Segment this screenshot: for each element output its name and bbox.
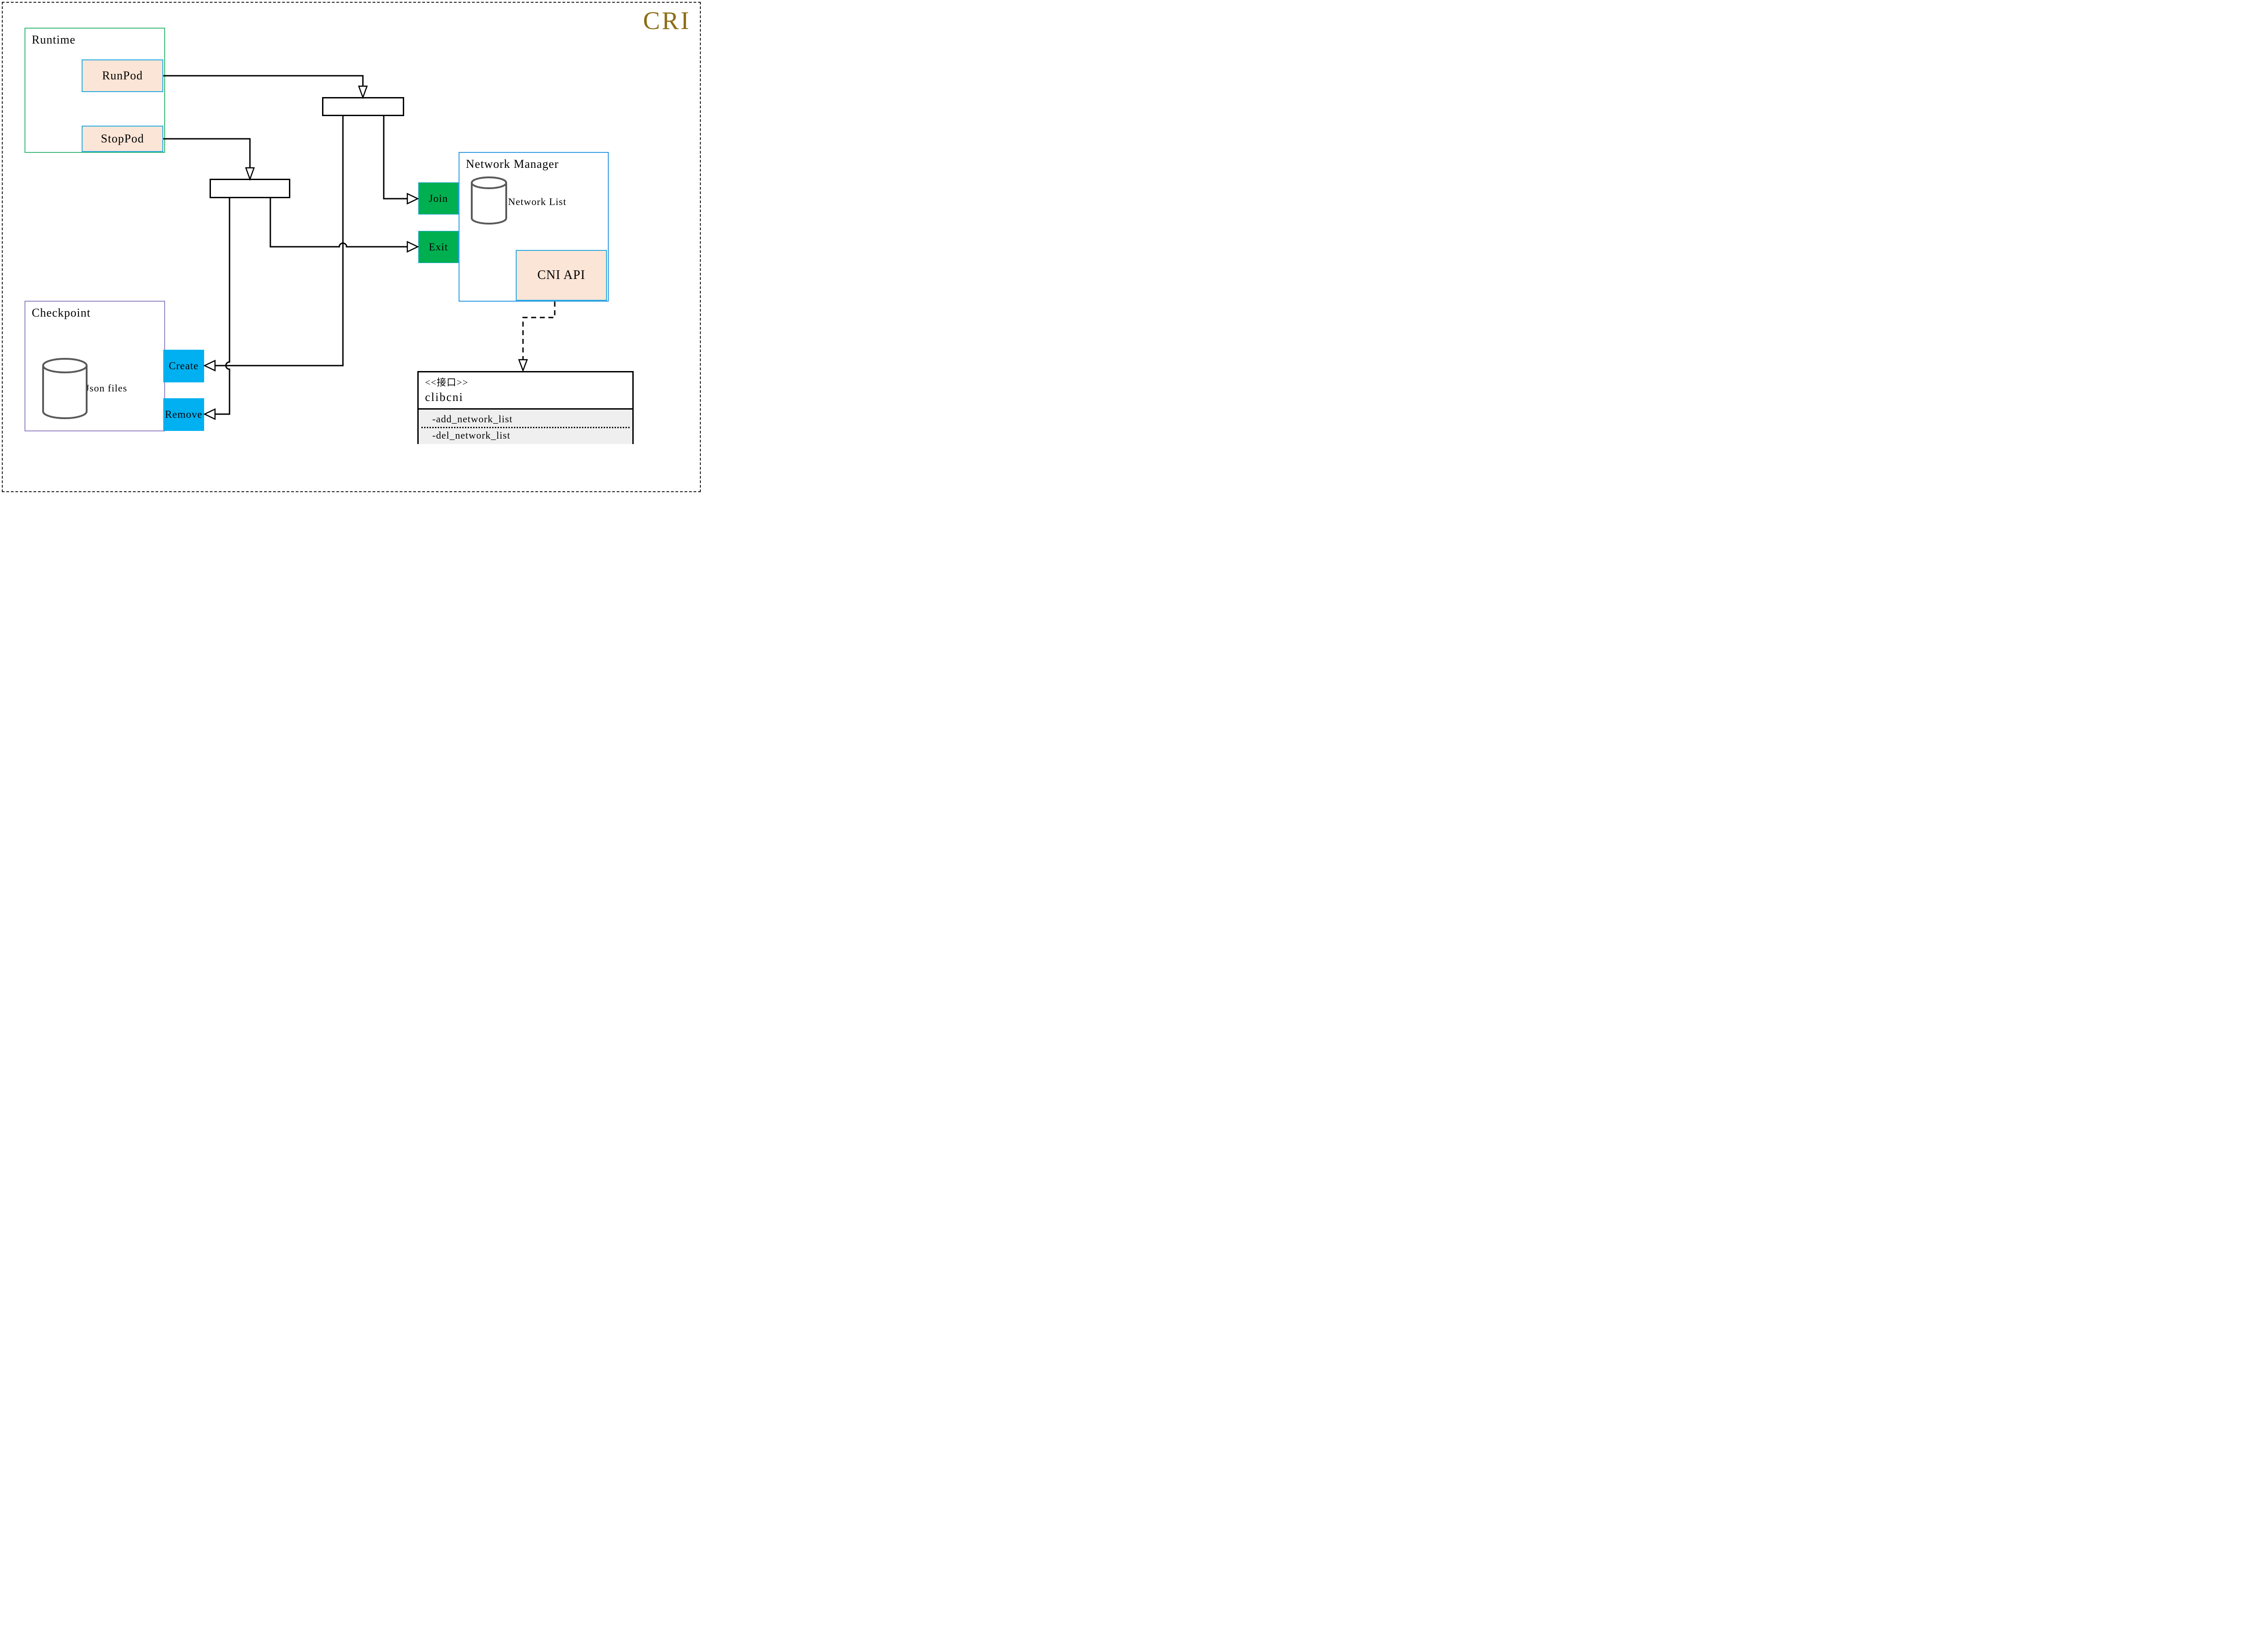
junction-box-stoppod[interactable] [210, 179, 290, 198]
junction1-to-join-line [383, 116, 407, 200]
cni-api-dashed-line [522, 302, 556, 360]
diagram-canvas: CRI Runtime RunPod StopPod Checkpoint Js… [0, 0, 703, 494]
cni-api-node[interactable]: CNI API [516, 250, 607, 301]
junction1-to-create-line [215, 116, 344, 367]
json-files-label: Json files [85, 382, 127, 394]
method-del-network-list: -del_network_list [432, 430, 511, 441]
arrowhead-down-junction1-icon [358, 85, 368, 99]
clibcni-interface-box[interactable]: <<接口>> clibcni -add_network_list -del_ne… [417, 371, 634, 444]
junction2-to-remove-line [215, 198, 230, 415]
runtime-title: Runtime [32, 33, 76, 46]
junction2-to-exit-line [269, 198, 407, 248]
junction-box-runpod[interactable] [322, 97, 404, 116]
interface-name: clibcni [425, 391, 464, 404]
arrowhead-left-create-icon [203, 360, 216, 371]
runpod-connector-line [163, 75, 364, 86]
method-add-network-list: -add_network_list [432, 413, 513, 425]
checkpoint-group[interactable]: Checkpoint [24, 301, 165, 431]
arrowhead-right-exit-icon [406, 241, 419, 253]
arrowhead-down-clibcni-icon [518, 359, 528, 372]
stoppod-connector-line [163, 138, 251, 168]
clibcni-header: <<接口>> clibcni [419, 372, 632, 410]
network-manager-title: Network Manager [466, 157, 559, 171]
remove-node[interactable]: Remove [163, 398, 204, 431]
runpod-node[interactable]: RunPod [82, 59, 163, 92]
checkpoint-title: Checkpoint [32, 306, 91, 319]
methods-divider [421, 427, 630, 428]
arrowhead-down-junction2-icon [245, 167, 255, 181]
arrowhead-left-remove-icon [203, 408, 216, 420]
cri-title: CRI [643, 7, 691, 35]
network-list-label: Network List [508, 196, 567, 207]
exit-node[interactable]: Exit [418, 231, 459, 263]
interface-stereotype: <<接口>> [425, 377, 469, 388]
create-node[interactable]: Create [163, 350, 204, 382]
arrowhead-right-join-icon [406, 193, 419, 205]
clibcni-methods-section: -add_network_list -del_network_list [419, 410, 632, 444]
join-node[interactable]: Join [418, 182, 459, 215]
stoppod-node[interactable]: StopPod [82, 126, 163, 152]
